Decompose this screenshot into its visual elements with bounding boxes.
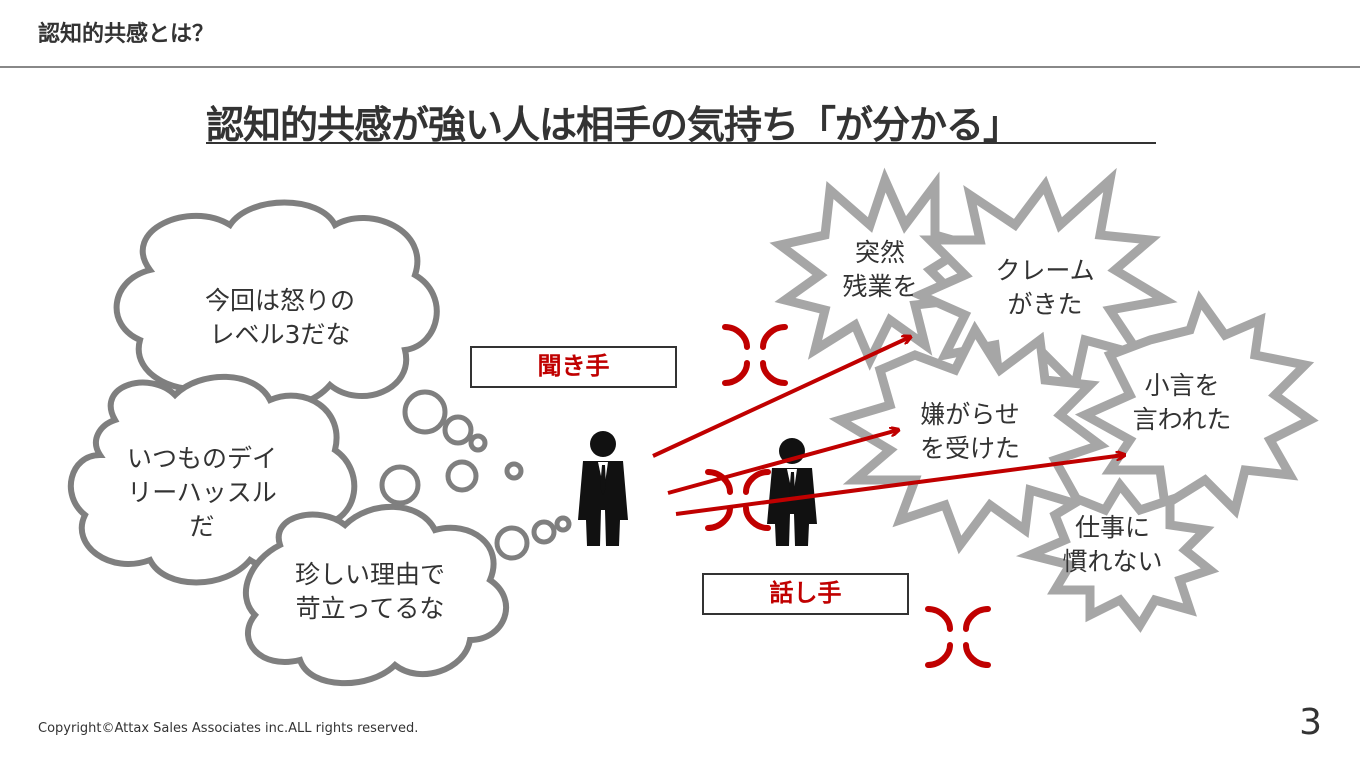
thought-cloud-1	[113, 199, 440, 411]
header-divider	[0, 66, 1360, 68]
feeling-text-unused-to-work: 仕事に慣れない	[1062, 513, 1163, 576]
speaker-label: 話し手	[702, 573, 909, 615]
thought-text-unusual-reason: 珍しい理由で苛立ってるな	[294, 560, 445, 623]
anger-mark-icon	[705, 324, 991, 668]
main-title-underline	[206, 142, 1156, 144]
burst-overtime	[769, 167, 981, 371]
listener-label: 聞き手	[470, 346, 677, 388]
understanding-arrows	[652, 337, 1124, 516]
copyright-footer: Copyright©Attax Sales Associates inc.ALL…	[38, 721, 419, 736]
feeling-text-harassment: 嫌がらせを受けた	[919, 400, 1020, 463]
arrow-to-scolding	[675, 455, 1124, 516]
feeling-text-complaint: クレームがきた	[995, 256, 1095, 319]
feeling-text-scolding: 小言を言われた	[1132, 371, 1232, 434]
arrow-to-overtime	[652, 337, 910, 458]
burst-harassment	[828, 320, 1110, 555]
thought-cloud-3	[242, 503, 510, 687]
arrow-to-harassment	[667, 430, 898, 495]
thought-trail	[379, 389, 572, 561]
speaker-person-icon	[767, 438, 817, 546]
page-number: 3	[1299, 702, 1322, 743]
main-title: 認知的共感が強い人は相手の気持ち「が分かる」	[206, 103, 1021, 147]
burst-cluster	[769, 167, 1319, 633]
burst-unused-to-work	[1015, 477, 1220, 633]
thought-text-daily-hassle: いつものデイリーハッスルだ	[126, 444, 277, 541]
listener-person-icon	[578, 431, 628, 546]
header-title: 認知的共感とは？	[38, 22, 215, 47]
feeling-text-overtime: 突然残業を	[842, 238, 918, 301]
thought-text-anger-level: 今回は怒りのレベル3だな	[204, 286, 355, 349]
burst-scolding	[1074, 290, 1319, 519]
